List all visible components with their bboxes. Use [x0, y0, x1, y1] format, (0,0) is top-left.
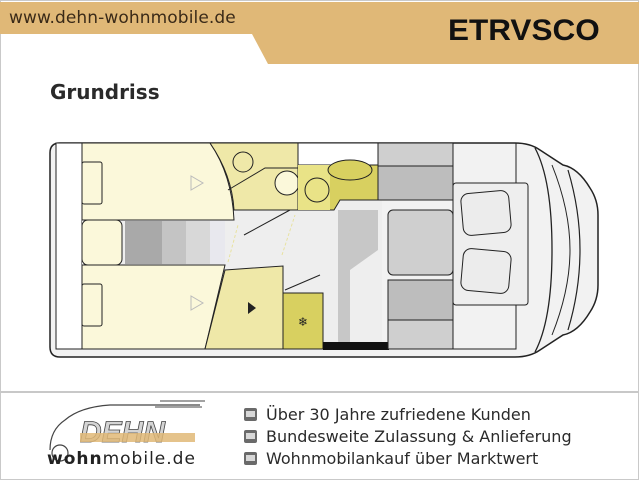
pillow-lower — [81, 283, 103, 327]
pillow-upper — [81, 161, 103, 205]
truck-icon — [244, 429, 257, 443]
bed-upper — [81, 142, 235, 221]
benefits-list: Über 30 Jahre zufriedene Kunden Bundeswe… — [244, 403, 572, 469]
bench-upper — [377, 165, 454, 201]
svg-text:DEHN: DEHN — [80, 416, 166, 449]
bed-lower — [81, 264, 226, 350]
benefit-item: Über 30 Jahre zufriedene Kunden — [244, 403, 572, 425]
document-icon — [244, 451, 257, 465]
etrusco-logo: ETRVSCO — [448, 14, 600, 47]
toilet-icon — [274, 170, 300, 196]
passenger-seat-icon — [460, 190, 512, 236]
dehn-logo: DEHN — [49, 400, 205, 462]
shower-icon — [248, 302, 256, 314]
driver-seat-icon — [460, 248, 512, 294]
footer: DEHN wohnmobile.de Über 30 Jahre zufried… — [0, 393, 639, 480]
page-title: Grundriss — [50, 80, 160, 104]
banner-shape — [0, 2, 639, 64]
floorplan: ❄ — [49, 142, 599, 358]
entry-step — [323, 342, 389, 350]
table-icon — [387, 209, 454, 276]
header-banner: www.dehn-wohnmobile.de ETRVSCO — [0, 2, 639, 64]
stove-icon — [327, 159, 373, 181]
footer-divider — [0, 391, 639, 393]
rear-wall — [55, 142, 83, 350]
calendar-icon — [244, 407, 257, 421]
sink-icon — [304, 177, 330, 203]
hanger-icon — [190, 295, 204, 311]
website-url[interactable]: www.dehn-wohnmobile.de — [9, 8, 236, 28]
logo-subtitle: wohnmobile.de — [47, 449, 196, 469]
bench-lower — [387, 279, 454, 321]
hanger-icon — [190, 175, 204, 191]
fridge-icon: ❄ — [298, 315, 308, 329]
benefit-item: Wohnmobilankauf über Marktwert — [244, 447, 572, 469]
washbasin-icon — [232, 151, 254, 173]
fridge — [282, 292, 324, 350]
bathroom — [209, 142, 299, 211]
benefit-item: Bundesweite Zulassung & Anlieferung — [244, 425, 572, 447]
